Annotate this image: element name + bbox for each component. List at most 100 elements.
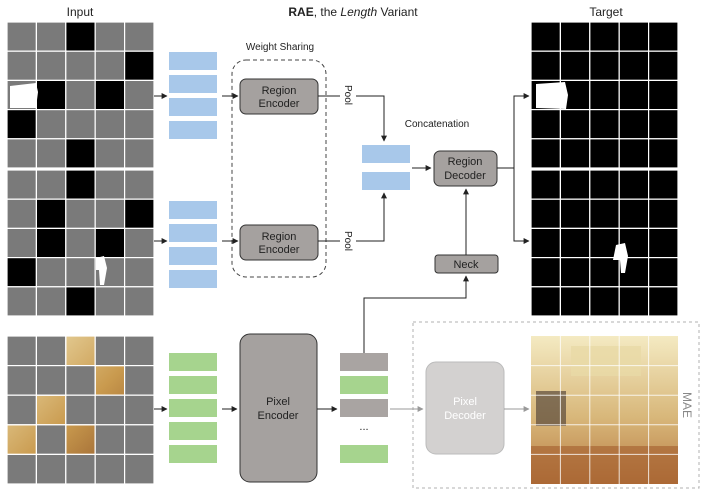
pixel-cell <box>6 394 37 426</box>
mask-cell <box>35 50 67 82</box>
region-token <box>169 270 217 288</box>
pixel-cell <box>123 424 155 455</box>
region-token <box>169 121 217 139</box>
target-cell <box>530 21 561 52</box>
target-cell <box>559 108 591 140</box>
mask-cell <box>65 108 96 140</box>
target-cell <box>530 169 561 200</box>
region-input-grid-2 <box>6 169 155 317</box>
mae-box <box>412 321 700 489</box>
ellipsis: ... <box>359 421 368 433</box>
pixel-cell <box>94 453 126 485</box>
concatenation-label: Concatenation <box>405 119 470 130</box>
target-cell <box>647 257 679 288</box>
target-cell <box>618 21 650 52</box>
region-encoder-1-line1: Region <box>262 85 297 97</box>
photo-furniture <box>536 391 566 426</box>
mask-cell <box>123 227 155 259</box>
mask-cell <box>123 169 155 200</box>
title-bold: RAE <box>288 5 313 19</box>
mask-cell <box>35 286 67 317</box>
pixel-decoder-line1: Pixel <box>453 396 477 408</box>
mask-cell <box>65 169 96 200</box>
pixel-cell <box>123 335 155 367</box>
mask-cell <box>35 169 67 200</box>
title-mid: , the <box>314 5 341 19</box>
pixel-decoder[interactable] <box>425 361 505 455</box>
mask-cell <box>65 227 96 259</box>
pixel-token <box>169 399 217 417</box>
target-cell <box>559 21 591 52</box>
region-decoder-line1: Region <box>448 156 483 168</box>
target-cell <box>589 108 620 140</box>
pixel-token <box>169 376 217 394</box>
region-token-stack-1 <box>169 52 217 139</box>
pixel-cell <box>123 453 155 485</box>
target-cell <box>618 286 650 317</box>
mask-cell <box>94 286 126 317</box>
target-cell <box>589 257 620 288</box>
mask-cell <box>6 169 37 200</box>
mask-cell <box>65 79 96 111</box>
pixel-cell <box>94 335 126 367</box>
pixel-cell <box>35 453 67 485</box>
pixel-cell <box>65 365 96 396</box>
region-token <box>169 52 217 70</box>
mask-cell <box>123 21 155 52</box>
title-end: Variant <box>377 5 418 19</box>
pixel-cell <box>123 365 155 396</box>
target-cell <box>589 198 620 229</box>
pool-label-1: Pool <box>342 85 353 105</box>
target-cell <box>618 108 650 140</box>
target-cell <box>618 79 650 111</box>
target-cell <box>559 286 591 317</box>
mask-cell <box>35 21 67 52</box>
target-cell <box>647 286 679 317</box>
target-cell <box>559 50 591 82</box>
target-cell <box>530 108 561 140</box>
mask-cell <box>6 227 37 259</box>
mask-cell <box>94 79 126 111</box>
pixel-target-image <box>531 336 678 484</box>
mask-cell <box>94 50 126 82</box>
mask-cell <box>35 138 67 169</box>
target-cell <box>559 257 591 288</box>
target-cell <box>589 138 620 169</box>
region-blob-1 <box>10 83 38 108</box>
pixel-cell <box>35 335 67 367</box>
target-cell <box>559 138 591 169</box>
mask-cell <box>123 138 155 169</box>
region-target-grid-1 <box>530 21 679 169</box>
mask-cell <box>94 169 126 200</box>
mask-cell <box>65 50 96 82</box>
photo-window <box>571 346 641 376</box>
region-encoder-2[interactable] <box>239 224 319 261</box>
latent-token-stack: ... <box>340 353 388 463</box>
pixel-cell <box>35 365 67 396</box>
arrow-to-target-1 <box>513 93 530 168</box>
mask-cell <box>6 257 37 288</box>
weight-sharing-label: Weight Sharing <box>246 42 314 53</box>
mask-cell <box>35 227 67 259</box>
mask-cell <box>65 21 96 52</box>
target-cell <box>589 21 620 52</box>
pool-label-2: Pool <box>342 231 353 251</box>
masked-token <box>340 353 388 371</box>
pixel-input-grid <box>6 335 155 485</box>
target-cell <box>647 169 679 200</box>
pixel-encoder[interactable] <box>239 333 318 483</box>
region-encoder-2-line2: Encoder <box>259 244 300 256</box>
pixel-token <box>169 353 217 371</box>
target-cell <box>559 169 591 200</box>
mask-cell <box>123 108 155 140</box>
target-cell <box>530 138 561 169</box>
mask-cell <box>35 257 67 288</box>
neck-label: Neck <box>453 259 479 271</box>
mask-cell <box>6 138 37 169</box>
target-header: Target <box>589 5 623 19</box>
target-cell <box>647 138 679 169</box>
region-token-stack-2 <box>169 201 217 288</box>
target-blob-1 <box>536 82 568 109</box>
target-cell <box>647 108 679 140</box>
